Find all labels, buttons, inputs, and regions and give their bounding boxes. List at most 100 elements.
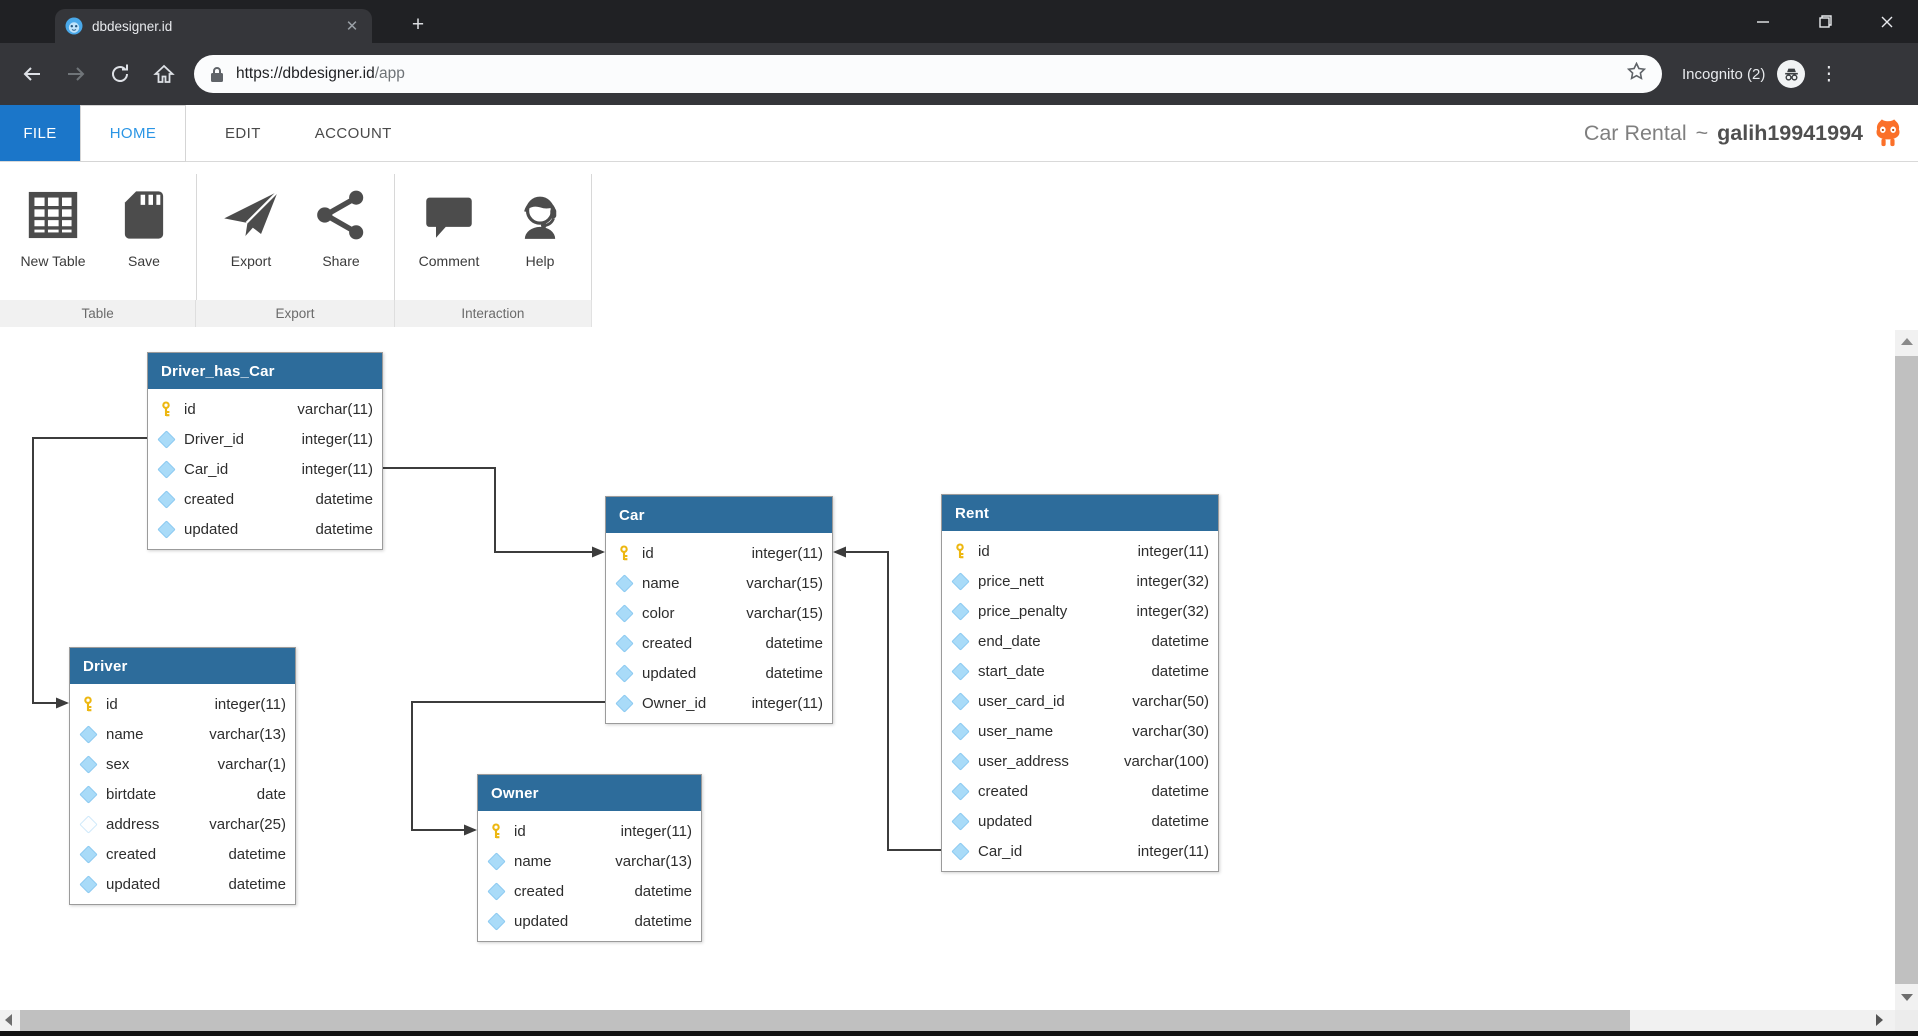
field-type: integer(11): [1137, 842, 1209, 860]
save-button[interactable]: Save: [102, 184, 186, 269]
field-name: user_address: [978, 752, 1069, 770]
github-octocat-icon[interactable]: [1872, 118, 1904, 148]
group-label-export: Export: [196, 300, 395, 327]
field-type: datetime: [315, 520, 373, 538]
field-icon: [78, 874, 98, 894]
field-icon: [78, 844, 98, 864]
horizontal-scrollbar-thumb[interactable]: [20, 1010, 1630, 1031]
table-title[interactable]: Car: [606, 497, 832, 533]
address-bar[interactable]: https://dbdesigner.id/app: [194, 55, 1662, 93]
field-type: datetime: [765, 664, 823, 682]
export-button[interactable]: Export: [206, 184, 296, 269]
field-icon: [950, 841, 970, 861]
field-icon: [486, 911, 506, 931]
home-icon[interactable]: [142, 52, 186, 96]
close-window-icon[interactable]: [1856, 0, 1918, 43]
browser-tab[interactable]: dbdesigner.id ✕: [55, 9, 372, 43]
menu-tab-account[interactable]: ACCOUNT: [314, 124, 392, 142]
field-name: updated: [514, 912, 569, 930]
ribbon-toolbar: New Table Save Export Share Comment: [0, 162, 1918, 327]
browser-menu-icon[interactable]: ⋮: [1819, 63, 1839, 85]
field-type: varchar(100): [1123, 752, 1209, 770]
horizontal-scrollbar[interactable]: [0, 1010, 1918, 1031]
new-table-button[interactable]: New Table: [8, 184, 98, 269]
nullable-field-icon: [78, 814, 98, 834]
scroll-down-icon[interactable]: [1901, 994, 1913, 1001]
scroll-left-icon[interactable]: [5, 1014, 12, 1026]
comment-button[interactable]: Comment: [402, 184, 496, 269]
tab-close-icon[interactable]: ✕: [345, 18, 359, 35]
scroll-up-icon[interactable]: [1901, 338, 1913, 345]
minimize-icon[interactable]: [1732, 0, 1794, 43]
field-type: varchar(50): [1132, 692, 1209, 710]
table-title[interactable]: Driver: [70, 648, 295, 684]
table-field-row[interactable]: user_address varchar(100): [942, 746, 1218, 776]
vertical-scrollbar[interactable]: [1895, 330, 1918, 1013]
field-icon: [950, 691, 970, 711]
lock-icon[interactable]: [210, 66, 224, 83]
menu-tab-file[interactable]: FILE: [0, 105, 80, 161]
vertical-scrollbar-thumb[interactable]: [1895, 356, 1918, 984]
menu-tab-home[interactable]: HOME: [80, 105, 186, 162]
group-label-interaction: Interaction: [461, 306, 525, 321]
field-type: datetime: [315, 490, 373, 508]
field-name: created: [978, 782, 1029, 800]
table-title[interactable]: Rent: [942, 495, 1218, 531]
restore-icon[interactable]: [1794, 0, 1856, 43]
menu-tab-edit[interactable]: EDIT: [225, 124, 261, 142]
share-button[interactable]: Share: [298, 184, 384, 269]
scroll-right-icon[interactable]: [1876, 1014, 1883, 1026]
field-icon: [950, 721, 970, 741]
new-tab-icon[interactable]: +: [411, 13, 425, 36]
bookmark-star-icon[interactable]: [1626, 61, 1647, 86]
table-title[interactable]: Driver_has_Car: [148, 353, 382, 389]
field-name: updated: [978, 812, 1033, 830]
forward-icon[interactable]: [54, 52, 98, 96]
field-icon: [950, 751, 970, 771]
help-button[interactable]: Help: [498, 184, 582, 269]
back-icon[interactable]: [10, 52, 54, 96]
reload-icon[interactable]: [98, 52, 142, 96]
field-name: updated: [106, 875, 161, 893]
table-title[interactable]: Owner: [478, 775, 701, 811]
primary-key-icon: [487, 822, 505, 840]
